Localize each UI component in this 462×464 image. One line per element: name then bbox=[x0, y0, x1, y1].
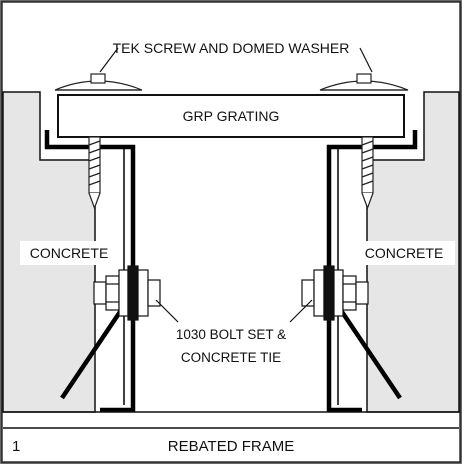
bolt-set-right bbox=[301, 265, 369, 321]
figure-number: 1 bbox=[12, 438, 20, 455]
screw-label: TEK SCREW AND DOMED WASHER bbox=[113, 40, 350, 56]
screw-leader-left bbox=[99, 47, 119, 73]
frame-angle-left bbox=[44, 130, 136, 413]
bolt-set-left bbox=[93, 265, 161, 321]
concrete-tie-right bbox=[332, 298, 402, 400]
concrete-left-label: CONCRETE bbox=[30, 245, 109, 261]
concrete-right-label: CONCRETE bbox=[365, 245, 444, 261]
bolt-label-box bbox=[160, 318, 302, 374]
frame-angle-right bbox=[326, 130, 418, 413]
screw-leader-right bbox=[359, 47, 373, 73]
figure-title: REBATED FRAME bbox=[168, 438, 294, 455]
bolt-label-line2: CONCRETE TIE bbox=[181, 350, 281, 365]
grp-grating bbox=[57, 94, 405, 138]
concrete-left-label-box bbox=[20, 241, 118, 265]
concrete-tie-left bbox=[60, 298, 130, 400]
tek-screw-left bbox=[54, 73, 143, 210]
tek-screw-right bbox=[319, 73, 409, 210]
bolt-label-line1: 1030 BOLT SET & bbox=[176, 327, 286, 342]
concrete-right-label-box bbox=[354, 241, 455, 265]
bolt-leader-left bbox=[155, 299, 179, 323]
bolt-leader-right bbox=[289, 299, 313, 323]
grating-label: GRP GRATING bbox=[183, 108, 280, 124]
